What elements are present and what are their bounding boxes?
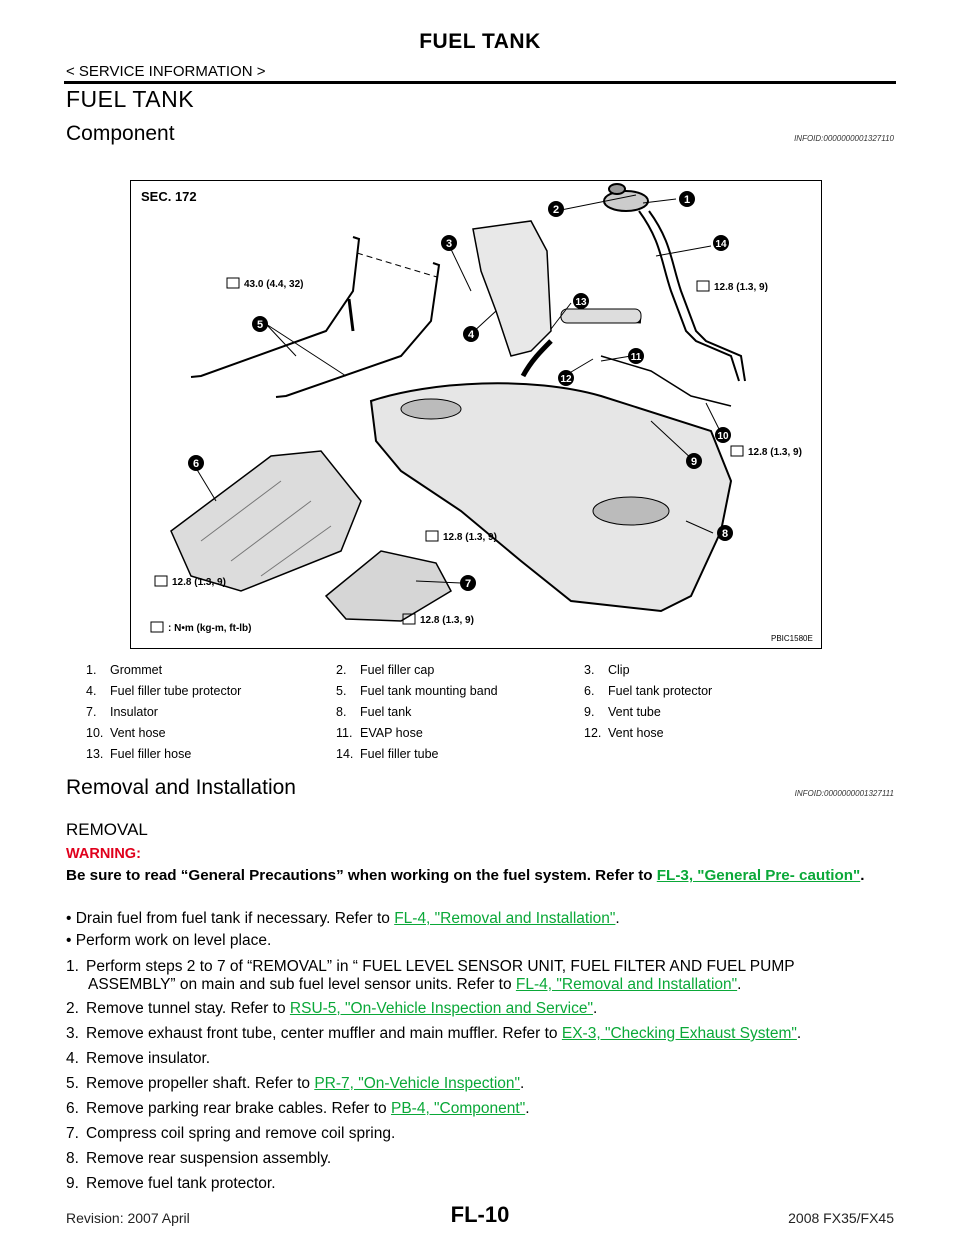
torque-label-5: 12.8 (1.3, 9) bbox=[172, 577, 226, 588]
callout-4: 4 bbox=[468, 329, 475, 341]
step-2: 2.Remove tunnel stay. Refer to RSU-5, "O… bbox=[66, 1000, 598, 1017]
warning-text: Be sure to read “General Precautions” wh… bbox=[66, 867, 865, 884]
link-fl4-removal[interactable]: FL-4, "Removal and Installation" bbox=[394, 910, 616, 927]
legend-row: 7.Insulator 8.Fuel tank 9.Vent tube bbox=[86, 705, 661, 719]
step-4: 4.Remove insulator. bbox=[66, 1050, 211, 1067]
diagram-svg: SEC. 172 bbox=[141, 183, 813, 643]
callout-6: 6 bbox=[193, 458, 199, 470]
callout-9: 9 bbox=[691, 456, 697, 468]
torque-icon bbox=[402, 613, 416, 625]
torque-labels: 43.0 (4.4, 32) 12.8 (1.3, 9) 12.8 (1.3, … bbox=[150, 277, 802, 634]
torque-label-2: 12.8 (1.3, 9) bbox=[714, 282, 768, 293]
fuel-tank bbox=[369, 382, 733, 613]
filler-tube-protector bbox=[472, 220, 552, 357]
bullet-level-place: • Perform work on level place. bbox=[66, 932, 272, 949]
torque-label-6: 12.8 (1.3, 9) bbox=[420, 615, 474, 626]
removal-infoid: INFOID:0000000001327111 bbox=[794, 789, 894, 798]
filler-hose-body bbox=[560, 308, 642, 324]
callout-7: 7 bbox=[465, 578, 471, 590]
torque-icon bbox=[150, 621, 164, 633]
step-6: 6.Remove parking rear brake cables. Refe… bbox=[66, 1100, 530, 1117]
tank-opening-main bbox=[400, 398, 462, 420]
component-heading: Component bbox=[66, 122, 175, 145]
page-title: FUEL TANK bbox=[66, 86, 195, 112]
callout-11: 11 bbox=[631, 352, 642, 363]
legend-row: 1.Grommet 2.Fuel filler cap 3.Clip bbox=[86, 663, 630, 677]
removal-installation-heading: Removal and Installation bbox=[66, 776, 296, 799]
torque-icon bbox=[425, 530, 439, 542]
link-ex3[interactable]: EX-3, "Checking Exhaust System" bbox=[561, 1025, 797, 1042]
insulator bbox=[324, 550, 452, 622]
torque-label-4: 12.8 (1.3, 9) bbox=[443, 532, 497, 543]
callout-10: 10 bbox=[717, 431, 729, 442]
mounting-bands bbox=[190, 236, 441, 398]
torque-icon bbox=[154, 575, 168, 587]
fuel-tank-protector bbox=[170, 450, 362, 592]
legend-row: 4.Fuel filler tube protector 5.Fuel tank… bbox=[86, 684, 713, 698]
callout-5: 5 bbox=[257, 319, 263, 331]
section-label: SEC. 172 bbox=[141, 189, 197, 204]
parts-legend: 1.Grommet 2.Fuel filler cap 3.Clip 4.Fue… bbox=[86, 663, 906, 768]
warning-label: WARNING: bbox=[66, 846, 141, 862]
step-5: 5.Remove propeller shaft. Refer to PR-7,… bbox=[66, 1075, 525, 1092]
torque-label-1: 43.0 (4.4, 32) bbox=[244, 279, 303, 290]
breadcrumb: < SERVICE INFORMATION > bbox=[66, 63, 266, 80]
link-pr7[interactable]: PR-7, "On-Vehicle Inspection" bbox=[314, 1075, 521, 1092]
removal-heading: REMOVAL bbox=[66, 820, 148, 839]
step-7: 7.Compress coil spring and remove coil s… bbox=[66, 1125, 396, 1142]
fuel-tank-diagram: SEC. 172 bbox=[130, 180, 822, 649]
header-rule bbox=[64, 81, 896, 84]
bullet-drain-fuel: • Drain fuel from fuel tank if necessary… bbox=[66, 910, 620, 927]
legend-row: 10.Vent hose 11.EVAP hose 12.Vent hose bbox=[86, 726, 664, 740]
link-pb4[interactable]: PB-4, "Component" bbox=[390, 1100, 526, 1117]
callout-2: 2 bbox=[553, 204, 559, 216]
step-3: 3.Remove exhaust front tube, center muff… bbox=[66, 1025, 802, 1042]
footer-revision: Revision: 2007 April bbox=[66, 1210, 190, 1226]
callout-12: 12 bbox=[560, 374, 572, 385]
step-8: 8.Remove rear suspension assembly. bbox=[66, 1150, 332, 1167]
link-fl4-removal-2[interactable]: FL-4, "Removal and Installation" bbox=[515, 976, 738, 993]
component-infoid: INFOID:0000000001327110 bbox=[794, 134, 894, 143]
filler-tube bbox=[603, 183, 746, 382]
callout-3: 3 bbox=[446, 238, 452, 250]
footer-page-number: FL-10 bbox=[450, 1202, 510, 1227]
callout-8: 8 bbox=[722, 528, 728, 540]
tank-opening-sub bbox=[592, 496, 670, 526]
vent-tube bbox=[600, 355, 732, 407]
callout-1: 1 bbox=[684, 194, 690, 206]
units-legend: : N•m (kg-m, ft-lb) bbox=[168, 623, 252, 634]
legend-row: 13.Fuel filler hose 14.Fuel filler tube bbox=[86, 747, 439, 761]
torque-icon bbox=[226, 277, 240, 289]
link-fl3-general-precaution[interactable]: FL-3, "General Pre- caution" bbox=[656, 867, 861, 884]
callout-13: 13 bbox=[575, 297, 587, 308]
torque-icon bbox=[696, 280, 710, 292]
link-rsu5[interactable]: RSU-5, "On-Vehicle Inspection and Servic… bbox=[289, 1000, 593, 1017]
footer-model: 2008 FX35/FX45 bbox=[788, 1210, 894, 1226]
figure-code: PBIC1580E bbox=[771, 634, 813, 643]
header-title: FUEL TANK bbox=[419, 30, 541, 53]
callouts: 1 2 3 4 5 6 7 8 9 10 11 12 13 14 bbox=[188, 191, 733, 591]
protector-ribs bbox=[200, 480, 332, 577]
step-9: 9.Remove fuel tank protector. bbox=[66, 1175, 276, 1192]
torque-icon bbox=[730, 445, 744, 457]
callout-14: 14 bbox=[715, 239, 727, 250]
step-1: 1.Perform steps 2 to 7 of “REMOVAL” in “… bbox=[66, 958, 795, 993]
torque-label-3: 12.8 (1.3, 9) bbox=[748, 447, 802, 458]
